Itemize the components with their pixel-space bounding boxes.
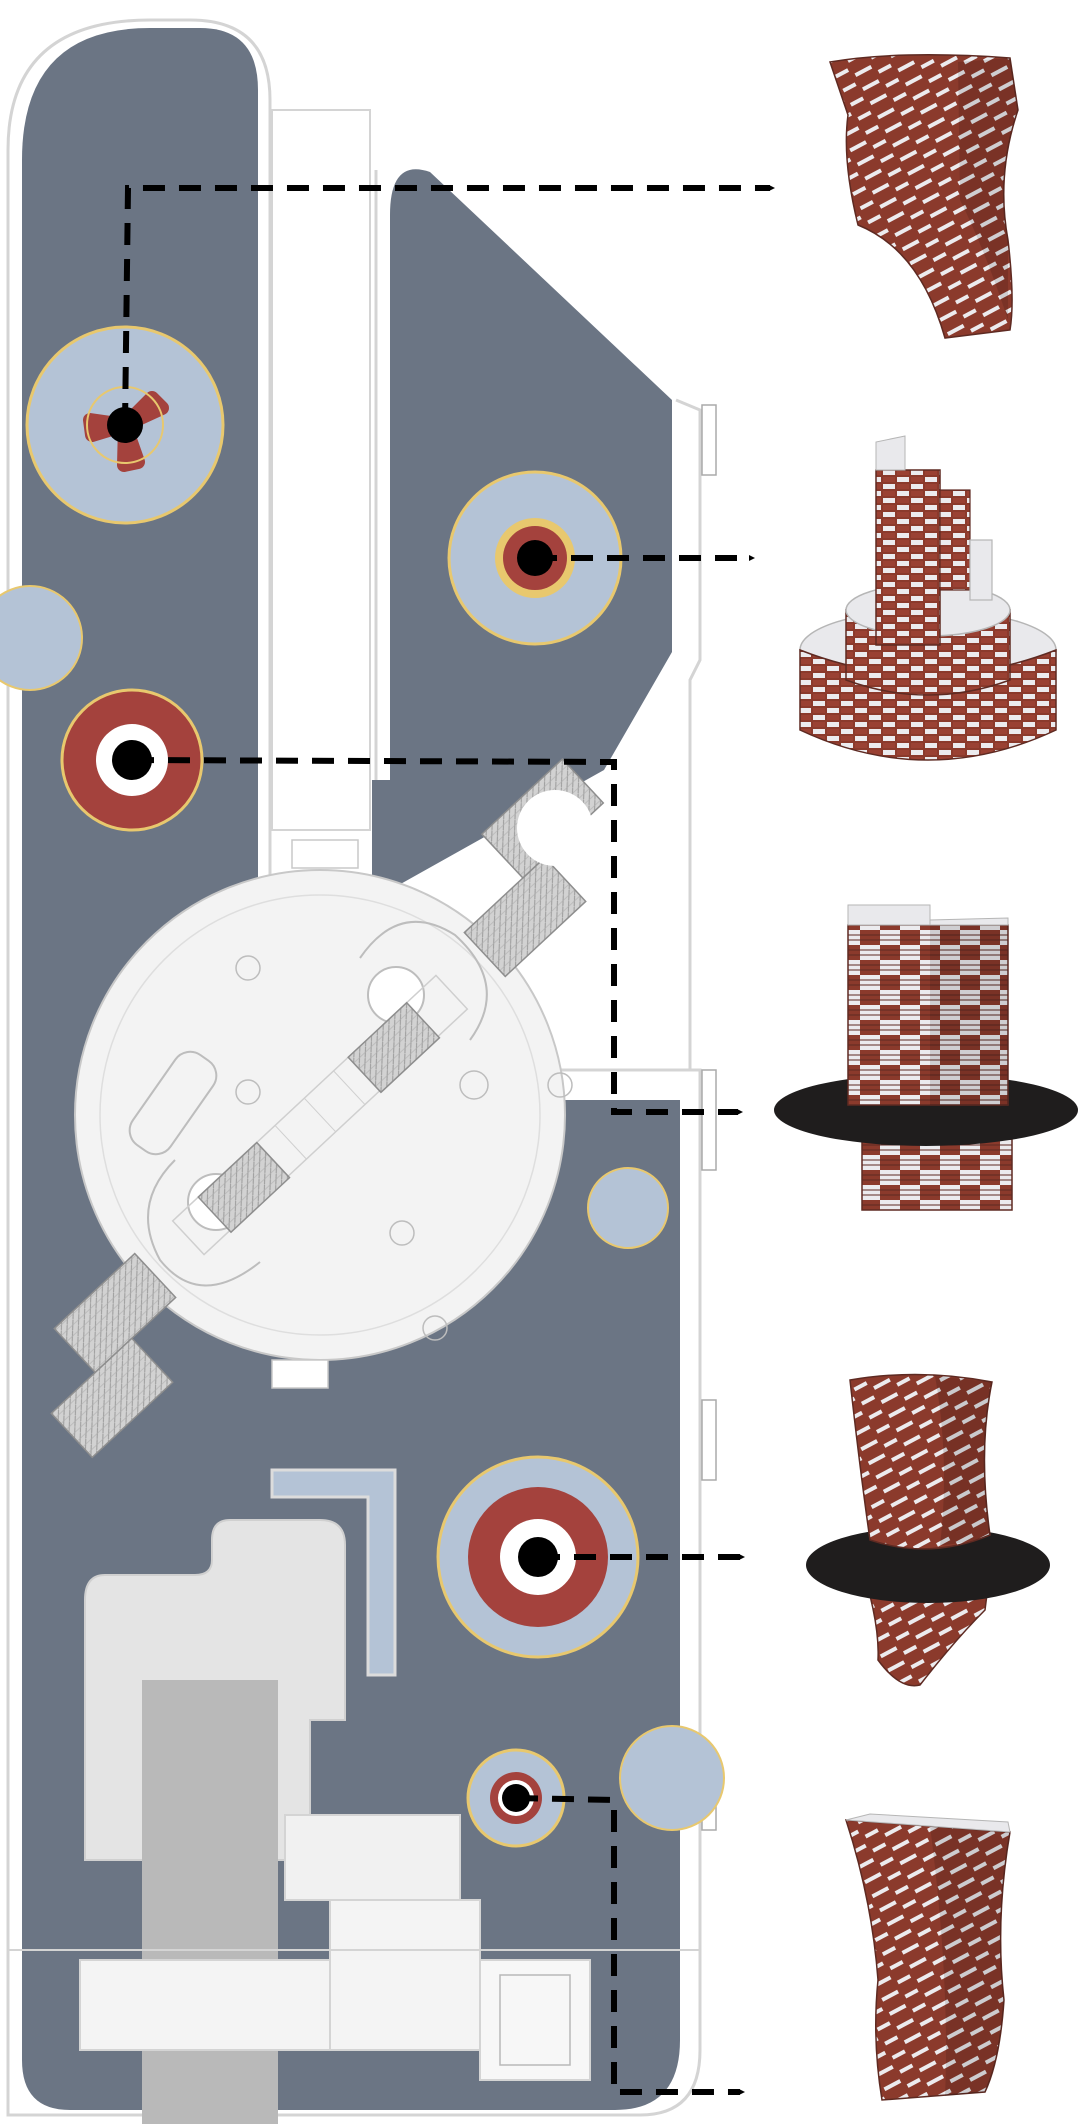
pavilion-column-2 (235, 1079, 261, 1105)
pavilion-stair-top (291, 839, 359, 869)
connectors (122, 185, 775, 2095)
tower-3 (774, 904, 1078, 1211)
pavilion-lobe (517, 790, 593, 866)
planter-small-left (0, 585, 83, 691)
connector-e-to-tower-5 (515, 1795, 745, 2095)
tower-3-upper (847, 924, 1009, 1106)
tower-5 (844, 1813, 1011, 2101)
pavilion (74, 839, 573, 1389)
tower-1-body (829, 54, 1019, 339)
pavilion-column-4 (547, 1072, 573, 1098)
building-annex-e (499, 1974, 571, 2066)
window-strip-3 (701, 1399, 717, 1481)
pavilion-bench (128, 1050, 218, 1156)
tower-1-shade (958, 58, 1018, 320)
building-lshape (270, 1468, 397, 1677)
building-core (142, 1680, 278, 2124)
building-annex-d (479, 1959, 591, 2081)
paving-1 (53, 1252, 177, 1374)
tower-2-fin (939, 489, 971, 591)
pavilion-curve-lower (147, 1159, 261, 1287)
building-edge-right (675, 398, 702, 1070)
site-boundary-outline (6, 18, 272, 2117)
connector-a-to-tower-1 (122, 185, 775, 426)
planter-small-bottom-right (619, 1725, 725, 1831)
tower-5-shade (930, 1826, 1010, 2096)
building-annex-a (284, 1814, 461, 1901)
building-annex-b (329, 1899, 481, 2051)
window-strip-2 (701, 1069, 717, 1171)
tower-3-upper-side (930, 925, 1008, 1105)
tower-5-cap (845, 1813, 1011, 1833)
tower-1 (829, 54, 1019, 339)
paving-3 (197, 1141, 291, 1234)
tower-2-spire-cap (875, 435, 906, 471)
walkway (271, 109, 371, 831)
pavilion-stair-bottom (271, 1359, 329, 1389)
building-annex-c (79, 1959, 331, 2051)
pavilion-column-3 (459, 1070, 489, 1100)
paving-2 (50, 1337, 174, 1459)
pavilion-inner-ring (99, 894, 541, 1336)
paving-4 (347, 1001, 441, 1094)
connector-c-to-tower-3 (131, 757, 743, 1115)
tower-5-body (844, 1819, 1011, 2101)
site-boundary-outline-right (270, 170, 702, 2117)
tower-3-top-step-2 (929, 917, 1009, 926)
tower-3-top-step (847, 904, 931, 926)
pavilion-column-1 (235, 955, 261, 981)
site-plan (0, 18, 725, 2124)
paving-5 (463, 856, 587, 978)
tower-2 (799, 435, 1057, 761)
tower-4-shade (935, 1376, 992, 1545)
tower-4-upper (849, 1373, 993, 1550)
pavilion-column-6 (422, 1315, 448, 1341)
tower-4 (806, 1373, 1050, 1687)
tower-2-spire (875, 469, 941, 646)
window-strip-1 (701, 404, 717, 476)
pavilion-column-5 (389, 1220, 415, 1246)
pavilion-curve-upper (359, 920, 488, 1041)
tower-4-collar (806, 1527, 1050, 1603)
planter-small-right (587, 1167, 669, 1249)
tower-2-fin-2 (969, 539, 993, 601)
